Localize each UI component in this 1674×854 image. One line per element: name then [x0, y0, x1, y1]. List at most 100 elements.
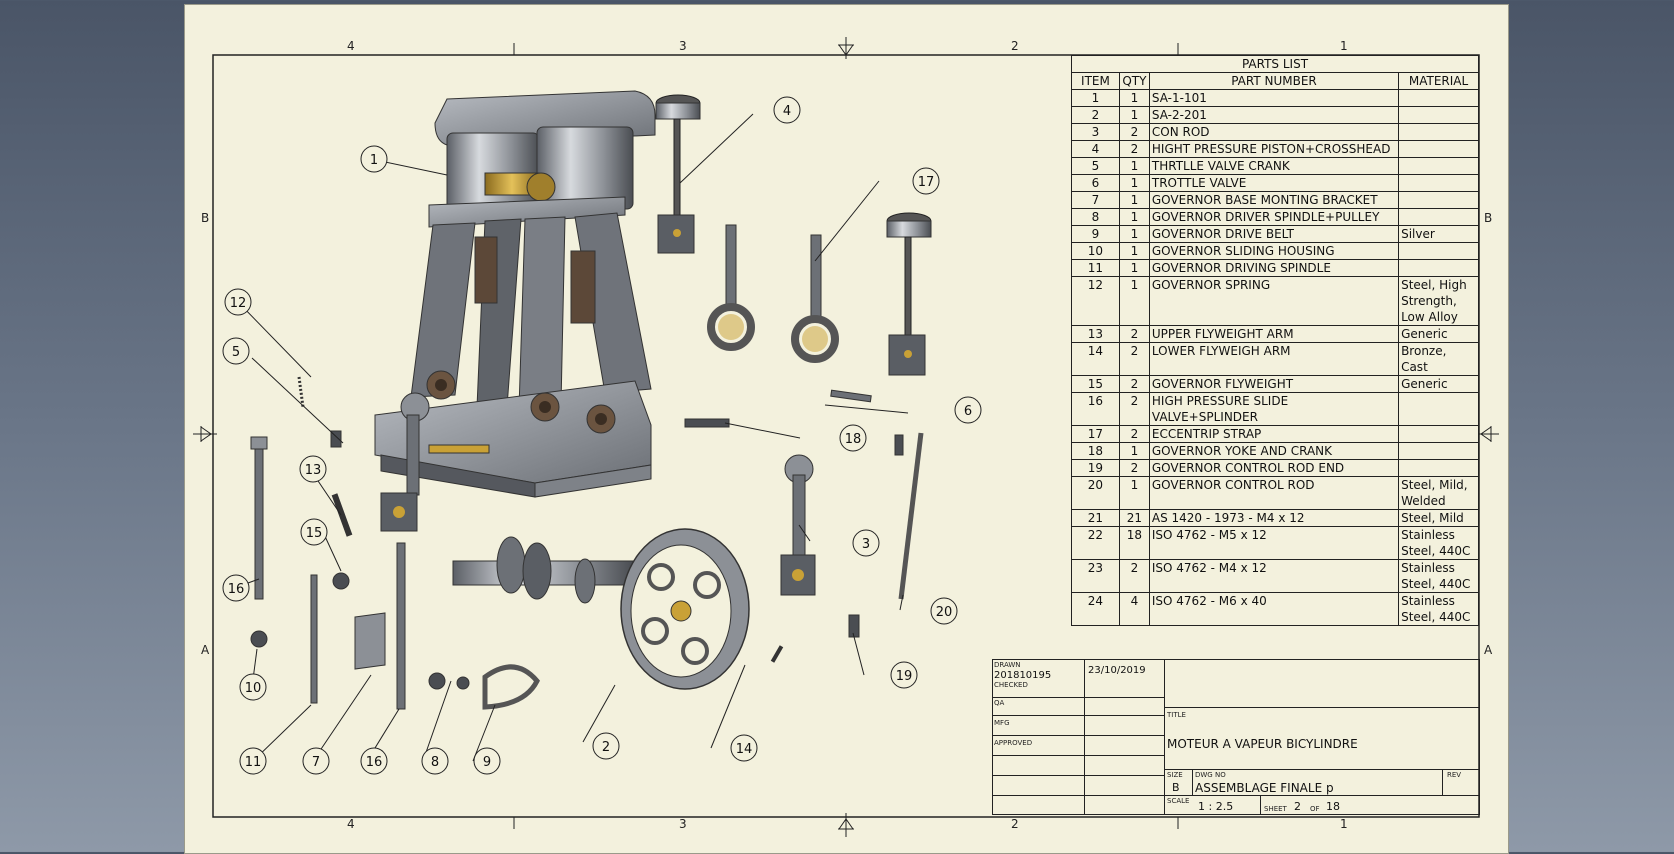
dwg-no-value: ASSEMBLAGE FINALE p [1195, 781, 1334, 795]
dwg-no-label: DWG NO [1195, 771, 1226, 779]
cell-qty: 2 [1118, 459, 1150, 477]
cell-qty: 18 [1118, 526, 1150, 560]
balloon: 5 [222, 337, 250, 365]
eccentric-strap-part [707, 224, 755, 351]
svg-text:3: 3 [862, 537, 870, 552]
cell-qty: 2 [1118, 325, 1150, 343]
svg-text:1: 1 [370, 153, 378, 168]
cell-item: 2 [1071, 106, 1120, 124]
size-value: B [1172, 781, 1180, 794]
cell-material: Generic [1398, 325, 1479, 343]
cell-material: Silver [1398, 225, 1479, 243]
column-header-material: MATERIAL [1398, 72, 1479, 90]
governor-parts [250, 376, 540, 710]
cell-part-number: UPPER FLYWEIGHT ARM [1148, 325, 1400, 343]
balloon: 3 [852, 529, 880, 557]
balloon: 16 [360, 747, 388, 775]
engine-main-assembly [374, 90, 656, 498]
cell-material [1398, 459, 1479, 477]
cell-item: 17 [1071, 425, 1120, 443]
column-header-qty: QTY [1118, 72, 1150, 90]
zone-label-top: 3 [679, 39, 687, 53]
cell-item: 11 [1071, 259, 1120, 277]
drawing-sheet: 1 2 3 4 5 6 7 8 9 10 11 12 13 14 15 16 1… [184, 4, 1509, 854]
cell-item: 18 [1071, 442, 1120, 460]
balloon: 15 [300, 518, 328, 546]
cell-qty: 2 [1118, 140, 1150, 158]
cell-qty: 1 [1118, 106, 1150, 124]
qa-label: QA [994, 699, 1005, 707]
approved-label: APPROVED [994, 739, 1033, 747]
cell-item: 3 [1071, 123, 1120, 141]
svg-text:15: 15 [306, 526, 323, 541]
cell-part-number: ISO 4762 - M5 x 12 [1148, 526, 1400, 560]
cell-qty: 4 [1118, 592, 1150, 626]
drawn-date: 23/10/2019 [1088, 665, 1146, 676]
svg-text:4: 4 [783, 104, 791, 119]
balloon: 17 [912, 167, 940, 195]
drawing-title: MOTEUR A VAPEUR BICYLINDRE [1167, 737, 1358, 751]
cell-qty: 1 [1118, 242, 1150, 260]
center-arrow-right-icon [1475, 426, 1499, 442]
cell-qty: 1 [1118, 89, 1150, 107]
cell-material [1398, 191, 1479, 209]
svg-text:7: 7 [312, 755, 320, 770]
cell-qty: 21 [1118, 509, 1150, 527]
cell-item: 23 [1071, 559, 1120, 593]
control-rod-part [898, 432, 924, 600]
sheet-total: 18 [1326, 800, 1340, 813]
balloon: 9 [473, 747, 501, 775]
checked-label: CHECKED [994, 681, 1028, 689]
cell-part-number: CON ROD [1148, 123, 1400, 141]
cell-item: 22 [1071, 526, 1120, 560]
svg-text:20: 20 [936, 605, 953, 620]
of-label: OF [1310, 805, 1320, 813]
balloon: 1 [360, 145, 388, 173]
svg-text:19: 19 [896, 669, 913, 684]
center-arrow-top-icon [838, 37, 854, 59]
cell-qty: 1 [1118, 174, 1150, 192]
cell-part-number: GOVERNOR CONTROL ROD END [1148, 459, 1400, 477]
zone-label-top: 1 [1340, 39, 1348, 53]
piston-crosshead-part-2 [886, 212, 932, 376]
svg-text:6: 6 [964, 404, 972, 419]
cell-part-number: TROTTLE VALVE [1148, 174, 1400, 192]
cell-material [1398, 157, 1479, 175]
cell-item: 13 [1071, 325, 1120, 343]
svg-text:18: 18 [845, 432, 862, 447]
svg-text:14: 14 [736, 742, 753, 757]
cell-material [1398, 174, 1479, 192]
balloon: 13 [299, 455, 327, 483]
zone-label-bottom: 4 [347, 817, 355, 831]
svg-text:11: 11 [245, 755, 262, 770]
center-arrow-bottom-icon [838, 813, 854, 837]
cell-qty: 2 [1118, 342, 1150, 376]
cell-part-number: THRTLLE VALVE CRANK [1148, 157, 1400, 175]
cell-material: Bronze, Cast [1398, 342, 1479, 376]
cell-qty: 1 [1118, 259, 1150, 277]
svg-text:10: 10 [245, 681, 262, 696]
svg-text:5: 5 [232, 345, 240, 360]
cell-item: 7 [1071, 191, 1120, 209]
scale-value: 1 : 2.5 [1198, 800, 1234, 813]
balloon: 14 [730, 734, 758, 762]
cell-part-number: GOVERNOR SLIDING HOUSING [1148, 242, 1400, 260]
con-rod-part-2 [380, 392, 430, 532]
flywheel-part [620, 528, 750, 690]
cell-material: Steel, Mild [1398, 509, 1479, 527]
cell-part-number: ISO 4762 - M4 x 12 [1148, 559, 1400, 593]
cell-qty: 1 [1118, 157, 1150, 175]
svg-text:9: 9 [483, 755, 491, 770]
cell-material [1398, 140, 1479, 158]
